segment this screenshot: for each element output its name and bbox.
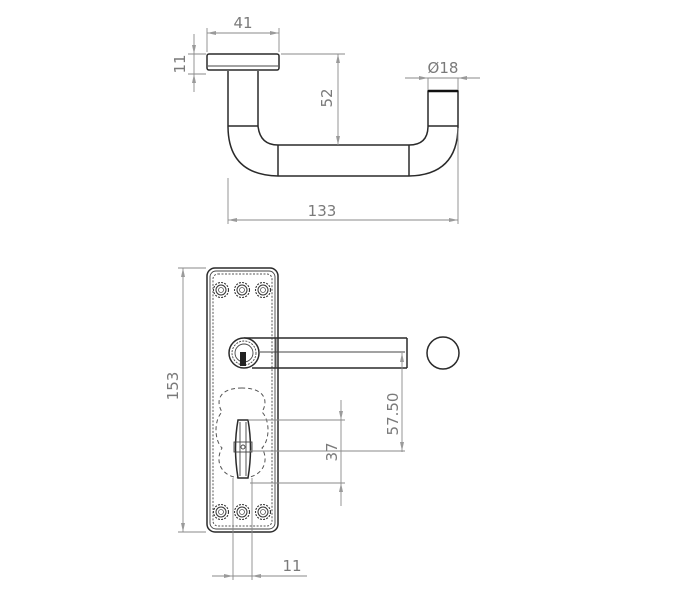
- dimension-diameter-18: Ø18: [405, 59, 480, 90]
- svg-text:37: 37: [323, 442, 341, 461]
- svg-text:41: 41: [233, 14, 252, 32]
- svg-text:153: 153: [164, 372, 182, 401]
- dimension-52: 52: [281, 53, 345, 145]
- dimension-11-rose: 11: [171, 34, 206, 92]
- svg-text:11: 11: [282, 557, 301, 575]
- dimension-153: 153: [164, 267, 206, 533]
- dimension-11-turn: 11: [212, 478, 307, 580]
- svg-text:133: 133: [308, 202, 337, 220]
- svg-text:52: 52: [318, 88, 336, 107]
- dimension-57-50: 57.50: [250, 353, 405, 452]
- dimension-37: 37: [248, 400, 345, 506]
- thumbturn-front-view: [215, 387, 269, 479]
- backplate-front-view: [206, 267, 460, 533]
- dimension-133: 133: [227, 128, 459, 224]
- svg-text:11: 11: [171, 54, 189, 73]
- dimension-41: 41: [206, 14, 280, 52]
- lever-top-view: [206, 53, 459, 177]
- svg-text:57.50: 57.50: [384, 393, 402, 436]
- svg-text:Ø18: Ø18: [428, 59, 459, 77]
